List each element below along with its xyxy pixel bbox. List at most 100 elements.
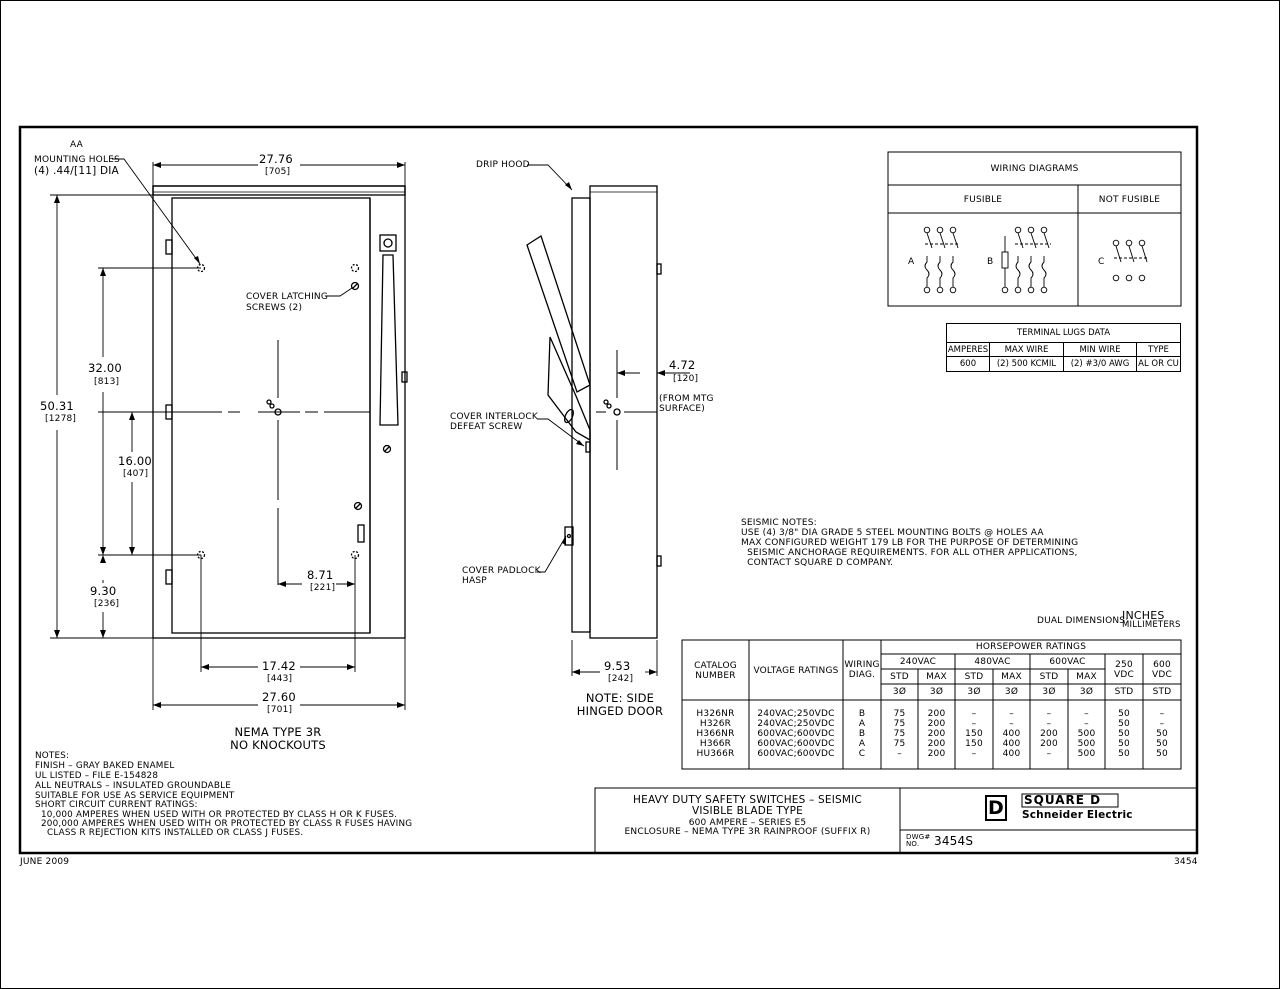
rating-cell: 200 xyxy=(1040,739,1058,749)
lugs-max-wire: (2) 500 KCMIL xyxy=(989,356,1064,372)
lugs-title: TERMINAL LUGS DATA xyxy=(946,323,1181,343)
cover-interlock-label-2: DEFEAT SCREW xyxy=(450,422,523,432)
side-view-enclosure xyxy=(526,185,662,639)
note-line: NOTES: xyxy=(35,751,70,761)
rating-cell: 400 xyxy=(1002,749,1021,759)
dim-height-total-mm: [1278] xyxy=(45,414,77,424)
rating-cell: – xyxy=(971,709,977,719)
dim-953-mm: [242] xyxy=(608,674,634,684)
rating-cell: 400 xyxy=(1002,729,1021,739)
dwg-number: 3454S xyxy=(934,834,974,848)
rating-cell: H366NR xyxy=(696,729,735,739)
hinged-door-label: HINGED DOOR xyxy=(576,704,664,718)
seismic-note-line: CONTACT SQUARE D COMPANY. xyxy=(741,558,894,568)
dim-16: 16.00 xyxy=(118,454,152,468)
rating-cell: 50 xyxy=(1156,749,1168,759)
front-view-dimensions xyxy=(50,158,406,710)
note-line: SHORT CIRCUIT CURRENT RATINGS: xyxy=(35,800,198,810)
note-line: 200,000 AMPERES WHEN USED WITH OR PROTEC… xyxy=(35,819,413,829)
rating-cell: 200 xyxy=(927,709,946,719)
rating-cell: 500 xyxy=(1077,729,1096,739)
nema-type-label: NEMA TYPE 3R xyxy=(234,725,322,739)
cover-padlock-label-1: COVER PADLOCK xyxy=(462,566,541,576)
dim-1742: 17.42 xyxy=(262,659,296,673)
rating-cell: – xyxy=(1009,709,1014,719)
lugs-type: AL OR CU xyxy=(1136,356,1181,372)
rating-cell: 200 xyxy=(927,739,946,749)
note-line: FINISH – GRAY BAKED ENAMEL xyxy=(35,761,175,771)
square-d-logo: D xyxy=(988,797,1004,819)
phase-header: 3Ø xyxy=(1004,687,1019,697)
rating-cell: 50 xyxy=(1118,719,1130,729)
rating-cell: 150 xyxy=(965,739,983,749)
rating-cell: – xyxy=(971,719,977,729)
hp-ratings-title: HORSEPOWER RATINGS xyxy=(975,642,1087,652)
rating-cell: H326NR xyxy=(696,709,735,719)
dim-32: 32.00 xyxy=(88,361,122,375)
std-header: STD xyxy=(1152,687,1172,697)
voltage-header: VOLTAGE RATINGS xyxy=(753,666,839,676)
rating-cell: 50 xyxy=(1156,729,1168,739)
rating-cell: – xyxy=(1009,719,1014,729)
dual-dimensions-label: DUAL DIMENSIONS: xyxy=(1037,616,1129,626)
phase-header: 3Ø xyxy=(967,687,981,697)
rating-cell: 50 xyxy=(1118,739,1130,749)
dual-inches-label: INCHES xyxy=(1122,609,1165,622)
wiring-diagrams-box xyxy=(887,151,1182,307)
brand-subtitle: Schneider Electric xyxy=(1022,809,1133,821)
dim-width-bottom: 27.60 xyxy=(262,690,296,704)
title-line-3: 600 AMPERE – SERIES E5 xyxy=(688,818,807,828)
rating-cell: B xyxy=(858,729,866,739)
seismic-note-line: USE (4) 3/8" DIA GRADE 5 STEEL MOUNTING … xyxy=(741,528,1044,538)
rating-cell: B xyxy=(858,709,866,719)
rating-cell: – xyxy=(897,749,902,759)
rating-cell: A xyxy=(858,719,866,729)
rating-cell: 50 xyxy=(1118,709,1130,719)
rating-cell: 600VAC;600VDC xyxy=(757,729,835,739)
rating-cell: 500 xyxy=(1077,739,1096,749)
rating-cell: C xyxy=(858,749,866,759)
rating-cell: 50 xyxy=(1118,749,1130,759)
dim-472: 4.72 xyxy=(669,358,696,372)
footer-sheet: 3454 xyxy=(1174,857,1198,867)
rating-cell: 240VAC;250VDC xyxy=(757,719,835,729)
wiring-header-1: WIRING xyxy=(844,660,880,670)
aa-label: AA xyxy=(70,140,83,150)
v600-header: 600VAC xyxy=(1049,657,1086,667)
note-line: SUITABLE FOR USE AS SERVICE EQUIPMENT xyxy=(35,791,235,801)
lugs-min-wire: (2) #3/0 AWG xyxy=(1063,356,1137,372)
note-line: ALL NEUTRALS – INSULATED GROUNDABLE xyxy=(35,781,231,791)
rating-cell: A xyxy=(858,739,866,749)
dim-930: 9.30 xyxy=(90,584,117,598)
wiring-label-c: C xyxy=(1098,257,1105,267)
v240-header: 240VAC xyxy=(899,657,937,667)
rating-cell: – xyxy=(1159,709,1165,719)
title-block-frame xyxy=(594,787,1198,854)
wiring-diagrams-title: WIRING DIAGRAMS xyxy=(990,164,1079,174)
title-line-4: ENCLOSURE – NEMA TYPE 3R RAINPROOF (SUFF… xyxy=(624,827,871,837)
rating-cell: 150 xyxy=(965,729,983,739)
cover-padlock-label-2: HASP xyxy=(462,576,487,586)
lugs-header-amperes: AMPERES xyxy=(946,342,990,357)
v480-header: 480VAC xyxy=(974,657,1011,667)
brand-name: SQUARE D xyxy=(1024,793,1102,807)
rating-cell: 50 xyxy=(1118,729,1130,739)
rating-cell: – xyxy=(1046,719,1052,729)
mounting-holes-label: MOUNTING HOLES xyxy=(34,155,120,165)
footer-date: JUNE 2009 xyxy=(20,857,70,867)
dim-32-mm: [813] xyxy=(94,377,120,387)
rating-cell: 600VAC;600VDC xyxy=(757,749,835,759)
dwg-label-1: DWG# xyxy=(906,833,931,841)
cover-latching-label-1: COVER LATCHING xyxy=(246,292,329,302)
wiring-header-2: DIAG. xyxy=(848,670,876,680)
rating-cell: – xyxy=(1084,709,1089,719)
wiring-label-a: A xyxy=(908,257,915,267)
dim-16-mm: [407] xyxy=(123,469,149,479)
phase-header: 3Ø xyxy=(929,687,944,697)
seismic-note-line: SEISMIC NOTES: xyxy=(741,518,817,528)
from-mtg-label-1: (FROM MTG xyxy=(659,394,714,404)
dim-953: 9.53 xyxy=(604,659,631,673)
std-header: STD xyxy=(890,672,909,682)
seismic-note-line: MAX CONFIGURED WEIGHT 179 LB FOR THE PUR… xyxy=(741,538,1079,548)
side-view-dimensions xyxy=(527,164,690,676)
